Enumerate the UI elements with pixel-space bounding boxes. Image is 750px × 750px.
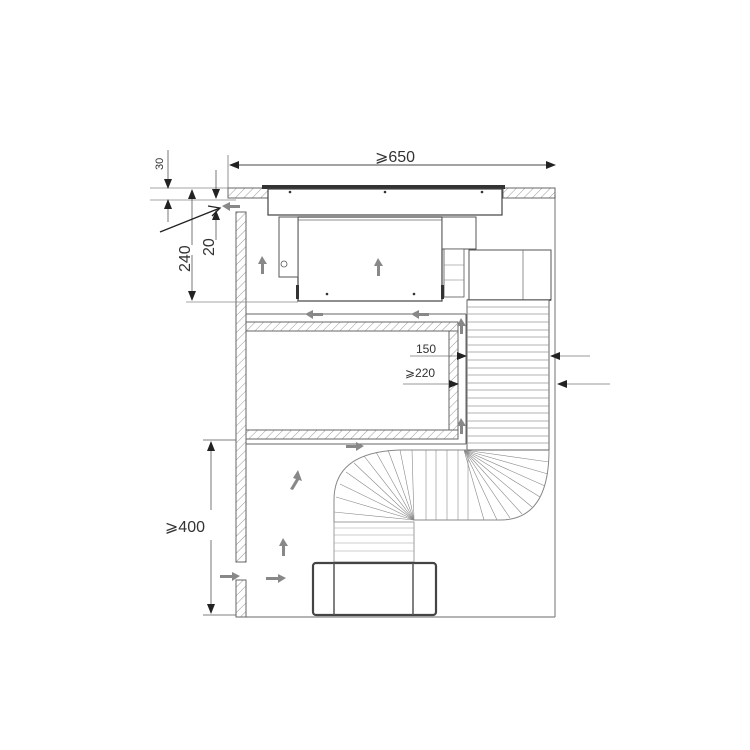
duct-connector: [467, 249, 552, 301]
dimension-plinth: ⩾400: [165, 439, 236, 616]
plinth-outlet: [311, 561, 438, 617]
left-wall: [235, 211, 247, 618]
svg-text:⩾650: ⩾650: [375, 149, 415, 166]
dimension-duct: 150 ⩾220: [403, 342, 610, 388]
arrow-up-right-icon: [290, 470, 302, 490]
arrow-up-icon: [374, 258, 383, 276]
svg-text:30: 30: [154, 158, 166, 170]
arrow-up-icon: [457, 318, 466, 334]
hob-glass-top: [262, 185, 505, 216]
arrow-up-icon: [258, 256, 267, 274]
flat-duct: [466, 299, 550, 451]
arrow-left-icon: [411, 310, 429, 319]
svg-text:240: 240: [177, 245, 194, 272]
svg-text:20: 20: [201, 238, 218, 256]
dimension-overall-width: ⩾650: [227, 149, 556, 188]
svg-text:150: 150: [416, 342, 436, 356]
svg-text:⩾400: ⩾400: [165, 519, 205, 536]
arrow-up-icon: [279, 538, 288, 556]
airflow-arrows: [220, 202, 466, 583]
cabinet-outline: [246, 195, 556, 618]
svg-text:⩾220: ⩾220: [405, 366, 435, 380]
extractor-motor-unit: [278, 216, 477, 302]
arrow-right-icon: [346, 442, 364, 451]
arrow-left-icon: [305, 310, 323, 319]
duct-elbow: [333, 449, 550, 563]
arrow-left-icon: [222, 202, 240, 211]
arrow-up-icon: [457, 418, 466, 434]
arrow-right-icon: [220, 572, 240, 581]
arrow-right-icon: [266, 574, 286, 583]
dimension-top-left: 30 240 20: [150, 150, 298, 303]
